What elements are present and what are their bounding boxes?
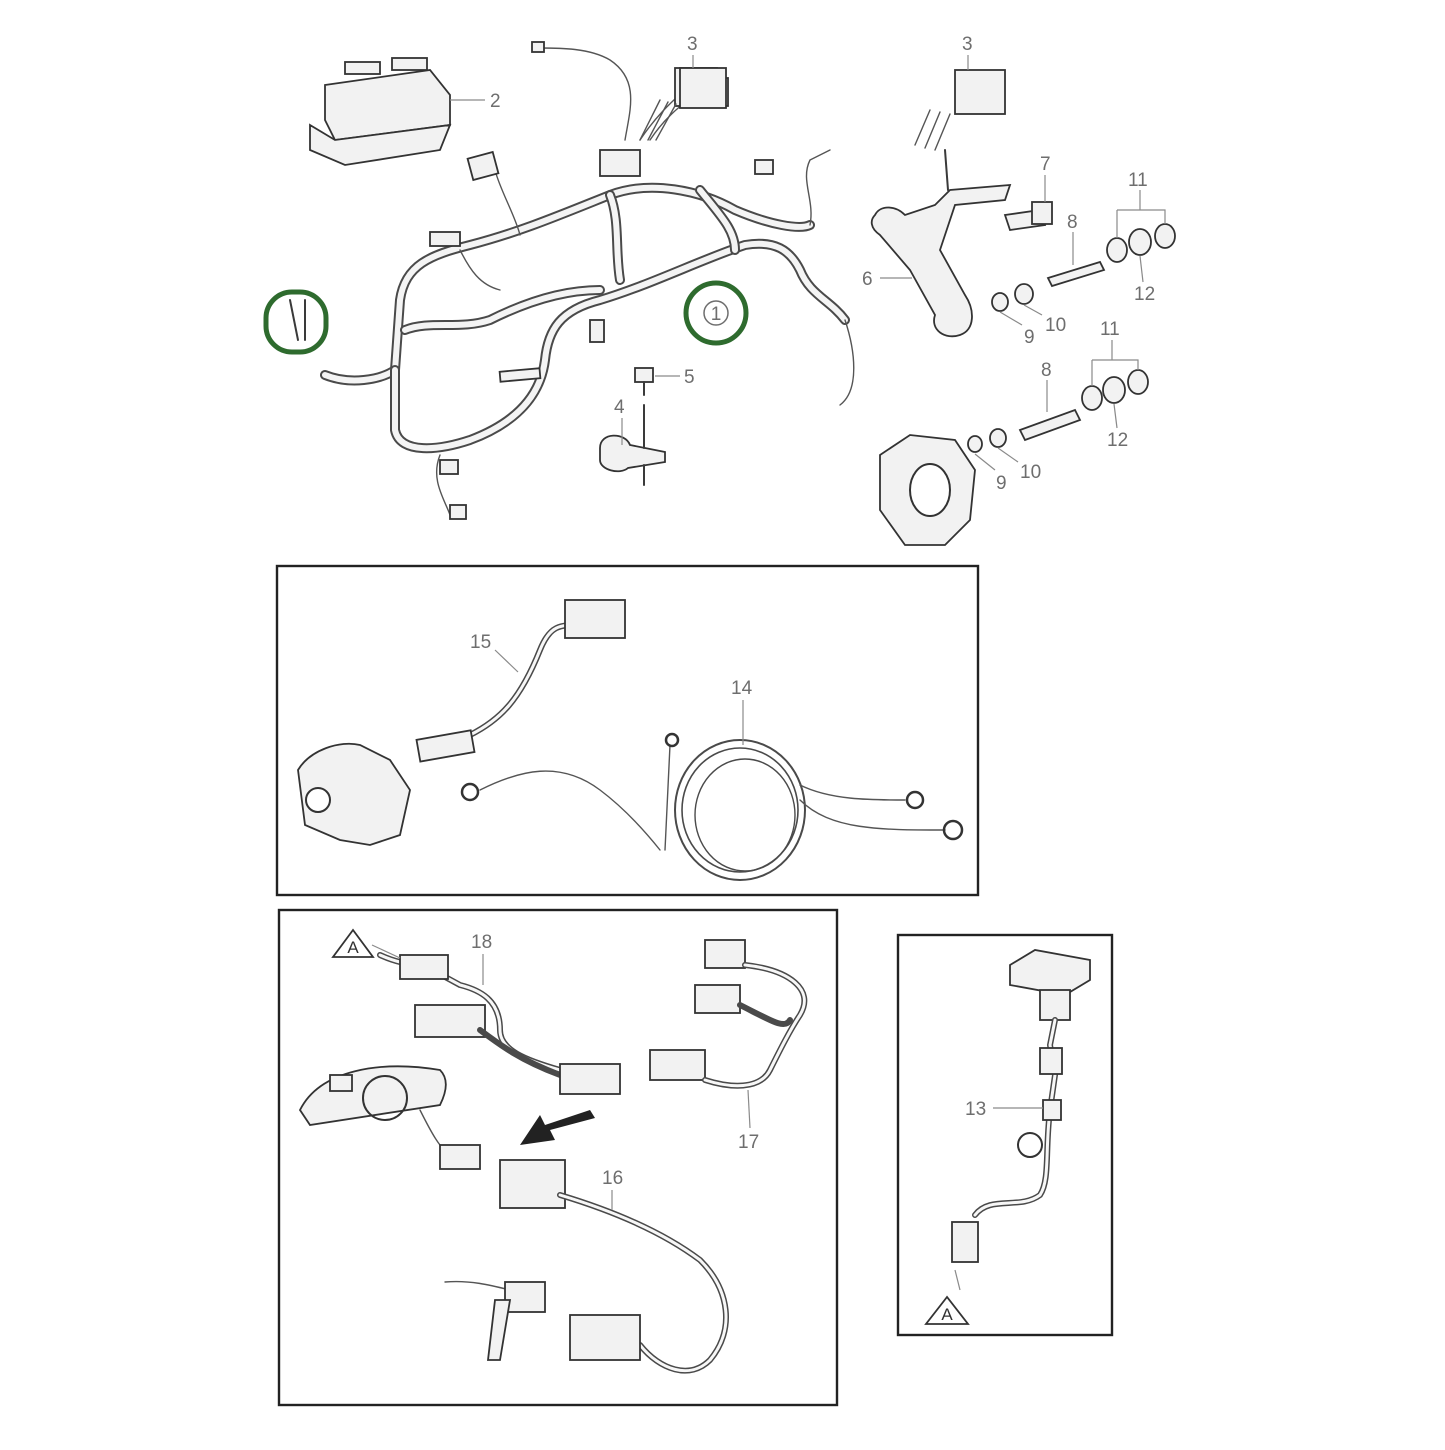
callout-13: 13 (965, 1099, 986, 1120)
connector-3a (679, 67, 727, 109)
callout-3a: 3 (687, 34, 698, 55)
callout-2: 2 (490, 91, 501, 112)
frame-switch-cable (896, 933, 1114, 1337)
callout-5: 5 (684, 367, 695, 388)
callout-7: 7 (1040, 154, 1051, 175)
frame-alternator-cables (275, 564, 980, 897)
leader-lines (371, 55, 1166, 1291)
marker-a-top: A (331, 928, 375, 958)
marker-a-bottom-label: A (941, 1305, 953, 1324)
clip-and-bolt (599, 367, 666, 486)
callout-17: 17 (738, 1132, 759, 1153)
switch-cable (951, 949, 1091, 1263)
dashboard-cables (298, 939, 808, 1374)
callout-11b: 11 (1100, 319, 1120, 340)
callout-labels: 1 2 3 3 4 5 6 7 8 8 9 9 10 10 11 11 12 1… (470, 34, 1155, 1189)
flange-assembly (879, 369, 1149, 546)
callout-6: 6 (862, 269, 873, 290)
frame-dashboard-cables (277, 908, 839, 1407)
callout-10b: 10 (1020, 462, 1041, 483)
marker-a-bottom: A (924, 1295, 970, 1325)
marker-a-top-label: A (347, 938, 359, 957)
highlight-callout-1 (683, 280, 749, 346)
relay-box (309, 57, 452, 166)
callout-15: 15 (470, 632, 491, 653)
callout-11a: 11 (1128, 170, 1148, 191)
callout-1: 1 (711, 304, 722, 325)
callout-18: 18 (471, 932, 492, 953)
callout-1-ring (703, 300, 729, 326)
callout-4: 4 (614, 397, 625, 418)
highlight-connector (263, 289, 329, 355)
callout-9a: 9 (1024, 327, 1035, 348)
callout-16: 16 (602, 1168, 623, 1189)
callout-12b: 12 (1107, 430, 1128, 451)
callout-3b: 3 (962, 34, 973, 55)
alternator-cables (297, 599, 964, 881)
callout-14: 14 (731, 678, 753, 699)
callout-8b: 8 (1041, 360, 1052, 381)
bracket-assembly (870, 69, 1176, 338)
callout-9b: 9 (996, 473, 1007, 494)
callout-8a: 8 (1067, 212, 1078, 233)
callout-12a: 12 (1134, 284, 1155, 305)
callout-10a: 10 (1045, 315, 1066, 336)
